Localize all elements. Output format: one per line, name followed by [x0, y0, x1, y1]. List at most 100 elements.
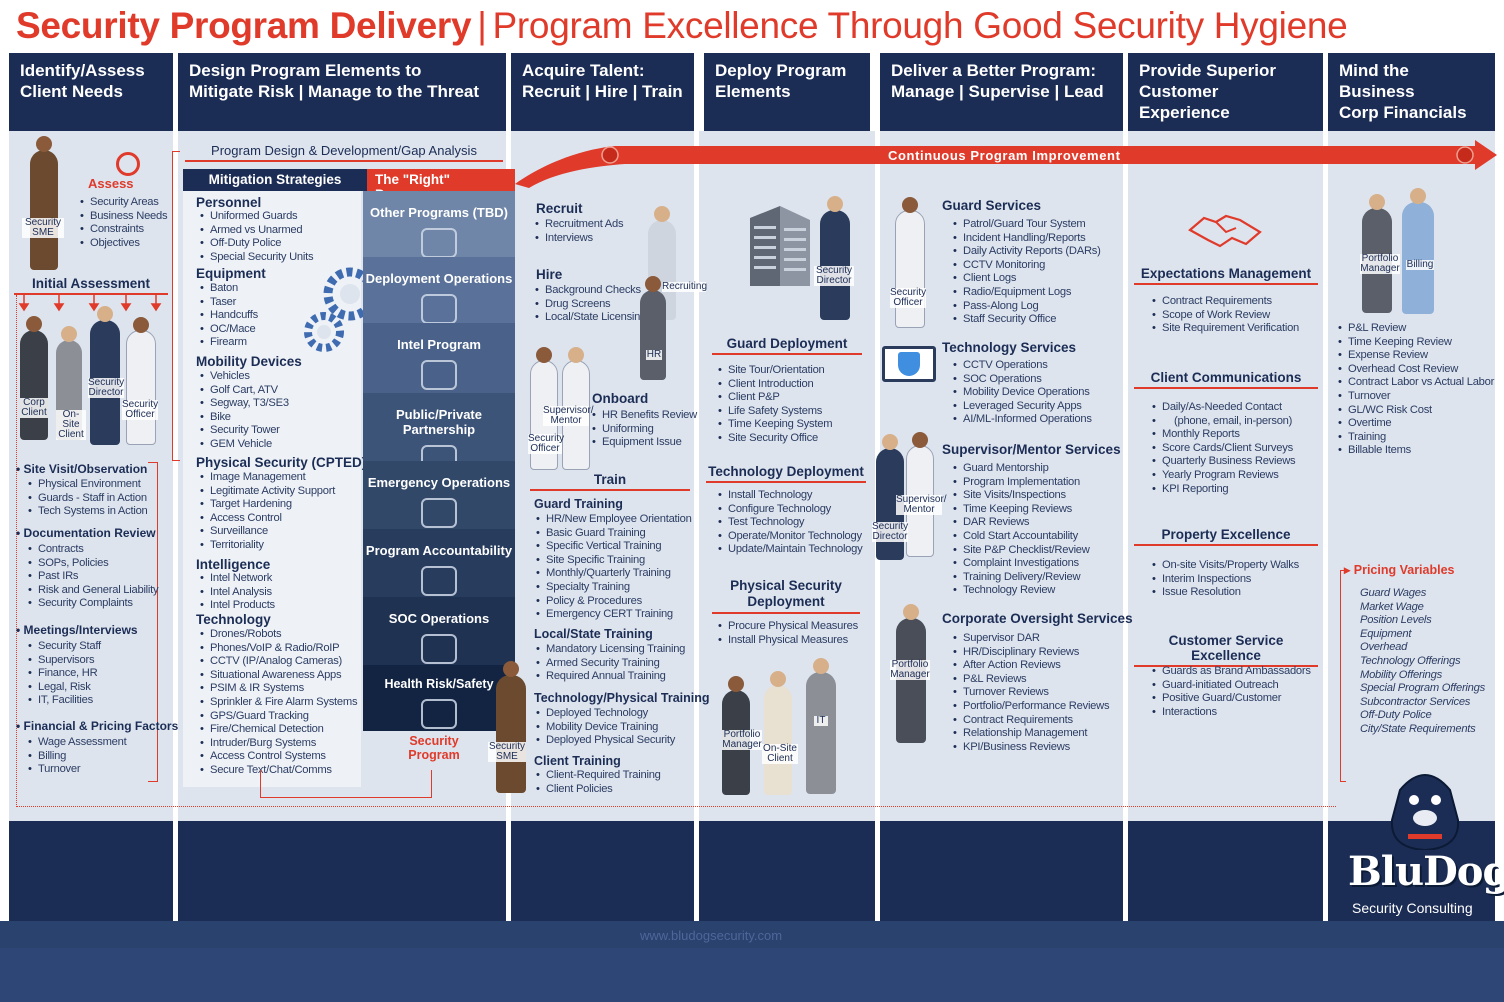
- people-label: On-Site Client: [56, 410, 86, 440]
- personnel-list: Uniformed Guards Armed vs Unarmed Off-Du…: [200, 210, 314, 264]
- list-item: Training Delivery/Review: [953, 571, 1090, 585]
- list-item: Position Levels: [1360, 614, 1432, 627]
- meetings-label: Meetings/Interviews: [23, 623, 138, 637]
- list-item: Issue Resolution: [1152, 586, 1299, 600]
- bulldog-icon: [1390, 774, 1460, 850]
- corporate-oversight-heading: Corporate Oversight Services: [942, 611, 1133, 626]
- list-item: Handcuffs: [200, 309, 258, 323]
- column-footer: [880, 821, 1123, 921]
- local-training-list: Mandatory Licensing Training Armed Secur…: [536, 643, 685, 684]
- list-item: Taser: [200, 296, 258, 310]
- mitigation-strategies-header: Mitigation Strategies: [183, 169, 367, 191]
- list-item: Operate/Monitor Technology: [718, 530, 862, 544]
- list-item: HR/New Employee Orientation: [536, 513, 692, 527]
- financial-heading: • Financial & Pricing Factors: [16, 719, 179, 733]
- list-item: Recruitment Ads: [535, 218, 624, 232]
- column-header-line2: Customer Experience: [1139, 82, 1230, 122]
- list-item: IT, Facilities: [28, 694, 101, 708]
- list-item: Segway, T3/SE3: [200, 397, 289, 411]
- list-item: Contract Requirements: [1152, 295, 1299, 309]
- meetings-heading: • Meetings/Interviews: [16, 623, 138, 637]
- stack-label: Public/Private Partnership: [396, 407, 482, 437]
- list-item: Client Logs: [953, 272, 1101, 286]
- list-item: Firearm: [200, 336, 258, 350]
- security-sme-label: Security SME: [22, 218, 64, 238]
- list-item: Client Policies: [536, 783, 661, 797]
- website-url[interactable]: www.bludogsecurity.com: [640, 928, 783, 943]
- billing-label: Billing: [1406, 259, 1434, 270]
- checklist-icon: [421, 566, 457, 596]
- list-item: Interactions: [1152, 706, 1311, 720]
- list-item: Overhead: [1360, 641, 1408, 654]
- list-item: Risk and General Liability: [28, 584, 159, 598]
- cpi-label: Continuous Program Improvement: [888, 148, 1121, 163]
- client-communications-heading: Client Communications: [1134, 370, 1318, 389]
- title-subtitle: Program Excellence Through Good Security…: [492, 5, 1348, 46]
- pricing-variables-label: Pricing Variables: [1353, 563, 1455, 577]
- list-item: Security Areas: [80, 196, 167, 210]
- recruiting-label: Recruiting: [662, 281, 708, 292]
- list-item: Radio/Equipment Logs: [953, 286, 1101, 300]
- list-item: Uniformed Guards: [200, 210, 313, 224]
- list-item: Billing: [28, 750, 126, 764]
- expectations-heading: Expectations Management: [1134, 266, 1318, 285]
- list-item: Armed vs Unarmed: [200, 224, 313, 238]
- security-director-label: Security Director: [814, 265, 854, 286]
- list-item: OC/Mace: [200, 323, 258, 337]
- column-header-line1: Design Program Elements to: [189, 61, 422, 80]
- list-item: Intel Analysis: [200, 586, 275, 600]
- tech-training-list: Deployed Technology Mobility Device Trai…: [536, 707, 675, 748]
- bracket: [1340, 570, 1346, 782]
- guard-icon: [421, 294, 457, 324]
- list-item: Program Implementation: [953, 476, 1090, 490]
- list-item: Access Control: [200, 512, 335, 526]
- list-item: Procure Physical Measures: [718, 620, 858, 634]
- list-item: Fire/Chemical Detection: [200, 723, 357, 737]
- list-item: Interviews: [535, 232, 623, 246]
- list-item: Access Control Systems: [200, 750, 357, 764]
- list-item: Site Tour/Orientation: [718, 364, 832, 378]
- list-item: Install Technology: [718, 489, 862, 503]
- hr-label: HR: [646, 349, 662, 360]
- column-header-line2: Mitigate Risk | Manage to the Threat: [189, 82, 480, 101]
- list-item: Guards - Staff in Action: [28, 492, 148, 506]
- list-item: P&L Review: [1338, 322, 1494, 336]
- column-header-deliver: Deliver a Better Program:Manage | Superv…: [880, 53, 1123, 131]
- list-item: Incident Handling/Reports: [953, 232, 1101, 246]
- stack-label: Health Risk/Safety: [384, 677, 494, 691]
- column-footer: [1128, 821, 1323, 921]
- list-item: Territoriality: [200, 539, 335, 553]
- equipment-list: Baton Taser Handcuffs OC/Mace Firearm: [200, 282, 258, 350]
- list-item: Emergency CERT Training: [536, 608, 692, 622]
- list-item: Mobility Device Training: [536, 721, 675, 735]
- list-item: Baton: [200, 282, 258, 296]
- list-item: Update/Maintain Technology: [718, 543, 863, 557]
- list-item: Time Keeping System: [718, 418, 833, 432]
- list-item: GPS/Guard Tracking: [200, 710, 357, 724]
- stack-label: Program Accountability: [365, 543, 513, 558]
- client-communications-list: Daily/As-Needed Contact (phone, email, i…: [1152, 401, 1296, 496]
- site-visit-label: Site Visit/Observation: [23, 462, 148, 476]
- list-item: Client-Required Training: [536, 769, 661, 783]
- technology-services-list: CCTV Operations SOC Operations Mobility …: [953, 359, 1092, 427]
- expectations-list: Contract Requirements Scope of Work Revi…: [1152, 295, 1299, 336]
- list-item: Turnover: [28, 763, 126, 777]
- list-item: SOC Operations: [953, 373, 1092, 387]
- onboard-list: HR Benefits Review Uniforming Equipment …: [592, 409, 697, 450]
- list-item: Overhead Cost Review: [1338, 363, 1494, 377]
- list-item: Contracts: [28, 543, 158, 557]
- recruit-heading: Recruit: [536, 201, 583, 216]
- list-item: Subcontractor Services: [1360, 695, 1471, 708]
- physical-deployment-list: Procure Physical Measures Install Physic…: [718, 620, 858, 647]
- billing-figure: [1402, 188, 1434, 314]
- list-item: Quarterly Business Reviews: [1152, 455, 1296, 469]
- list-item: SOPs, Policies: [28, 557, 158, 571]
- corp-client-figure: [20, 316, 48, 440]
- list-item: Daily Activity Reports (DARs): [953, 245, 1101, 259]
- stack-accountability: Program Accountability: [363, 529, 515, 597]
- list-item: Equipment Issue: [592, 436, 697, 450]
- financials-list: P&L Review Time Keeping Review Expense R…: [1338, 322, 1494, 458]
- list-item: Security Staff: [28, 640, 101, 654]
- building-icon: [750, 206, 810, 286]
